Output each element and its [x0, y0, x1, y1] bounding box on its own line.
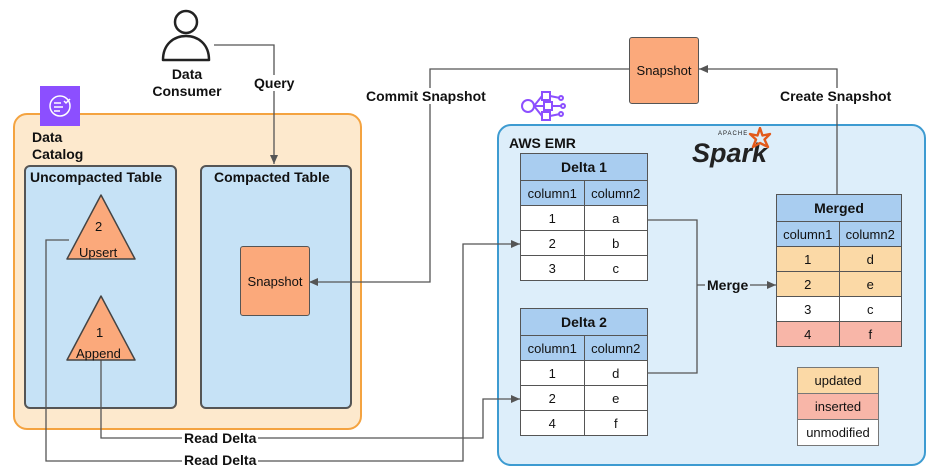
table-cell: 1: [520, 360, 585, 386]
glue-catalog-icon: [40, 86, 80, 126]
table-cell: 2: [520, 385, 585, 411]
delta1-col2: column2: [583, 180, 648, 206]
table-cell: 4: [776, 321, 840, 347]
table-cell: 1: [520, 205, 585, 231]
table-cell: b: [583, 230, 648, 256]
table-cell: d: [583, 360, 648, 386]
append-label: Append: [76, 346, 121, 361]
append-number: 1: [96, 325, 104, 340]
table-row: 2 e: [520, 385, 648, 411]
delta1-title: Delta 1: [520, 153, 648, 181]
table-row: 3 c: [776, 296, 902, 322]
uncompacted-table-title: Uncompacted Table: [30, 169, 162, 185]
table-row: 4 f: [776, 321, 902, 347]
table-cell: f: [583, 410, 648, 436]
table-cell: d: [838, 246, 902, 272]
upsert-triangle: [65, 193, 137, 261]
merged-table: Merged column1 column2 1 d 2 e 3 c 4 f: [776, 194, 902, 347]
commit-snapshot-arrow: [309, 68, 629, 286]
legend-updated: updated: [797, 367, 879, 394]
query-arrow: [214, 44, 278, 164]
data-consumer-label: Data Consumer: [152, 66, 222, 99]
emr-icon: [520, 86, 566, 126]
read-delta-label-1: Read Delta: [182, 430, 259, 446]
delta2-col2: column2: [583, 335, 648, 361]
snapshot-top: Snapshot: [629, 37, 699, 104]
table-row: 1 d: [520, 360, 648, 386]
legend: updated inserted unmodified: [797, 367, 879, 446]
delta2-col1: column1: [520, 335, 585, 361]
table-cell: a: [583, 205, 648, 231]
data-catalog-label: Data Catalog: [32, 129, 84, 162]
merged-col1: column1: [776, 221, 840, 247]
table-row: 2 b: [520, 230, 648, 256]
create-snapshot-label: Create Snapshot: [778, 88, 894, 104]
compacted-table-title: Compacted Table: [214, 169, 330, 185]
table-cell: 4: [520, 410, 585, 436]
snapshot-compacted-label: Snapshot: [247, 273, 303, 289]
merged-title: Merged: [776, 194, 902, 222]
delta2-table: Delta 2 column1 column2 1 d 2 e 4 f: [520, 308, 648, 436]
spark-logo: APACHE Spark: [690, 127, 772, 173]
legend-unmodified: unmodified: [797, 420, 879, 446]
user-icon: [158, 6, 214, 62]
read-delta-append-arrow: [100, 360, 520, 439]
upsert-label: Upsert: [79, 245, 118, 260]
aws-emr-label: AWS EMR: [509, 135, 576, 151]
commit-snapshot-label: Commit Snapshot: [364, 88, 488, 104]
table-row: 3 c: [520, 255, 648, 281]
table-cell: c: [583, 255, 648, 281]
table-cell: 2: [776, 271, 840, 297]
spark-apache-text: APACHE: [718, 131, 749, 137]
table-cell: e: [838, 271, 902, 297]
snapshot-top-label: Snapshot: [636, 63, 692, 78]
merged-col2: column2: [838, 221, 902, 247]
table-row: 1 a: [520, 205, 648, 231]
upsert-number: 2: [95, 219, 103, 234]
append-triangle: [65, 294, 137, 362]
table-cell: 3: [520, 255, 585, 281]
read-delta-label-2: Read Delta: [182, 452, 259, 468]
table-cell: c: [838, 296, 902, 322]
table-cell: e: [583, 385, 648, 411]
table-cell: f: [838, 321, 902, 347]
table-cell: 3: [776, 296, 840, 322]
delta1-col1: column1: [520, 180, 585, 206]
table-cell: 2: [520, 230, 585, 256]
merge-label: Merge: [705, 277, 751, 293]
table-row: 1 d: [776, 246, 902, 272]
delta2-title: Delta 2: [520, 308, 648, 336]
query-label: Query: [252, 75, 297, 91]
merge-bracket: [648, 219, 698, 374]
snapshot-compacted: Snapshot: [240, 246, 310, 316]
table-row: 2 e: [776, 271, 902, 297]
legend-inserted: inserted: [797, 394, 879, 420]
table-cell: 1: [776, 246, 840, 272]
table-row: 4 f: [520, 410, 648, 436]
delta1-table: Delta 1 column1 column2 1 a 2 b 3 c: [520, 153, 648, 281]
create-snapshot-arrow: [699, 65, 838, 194]
